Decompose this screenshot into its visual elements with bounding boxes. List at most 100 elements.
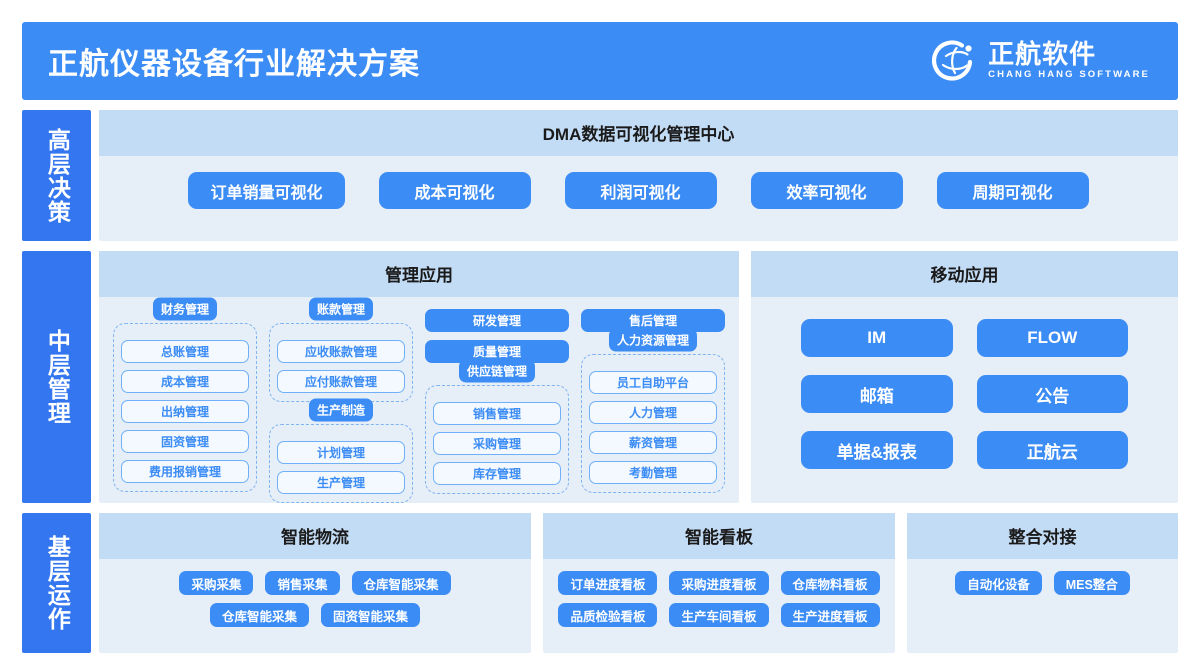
bottom-chip-row: 自动化设备 MES整合 <box>955 571 1130 595</box>
management-item-button[interactable]: 售后管理 <box>581 309 725 332</box>
management-group-title-button[interactable]: 财务管理 <box>152 297 218 321</box>
mobile-app-grid: IM FLOW 邮箱公告单据&报表正航云 <box>751 297 1178 493</box>
logo-text-cn: 正航软件 <box>988 38 1097 69</box>
dma-item-button[interactable]: 利润可视化 <box>564 172 717 209</box>
management-subitem-button[interactable]: 费用报销管理 <box>121 460 249 483</box>
management-group: 财务管理总账管理成本管理出纳管理固资管理费用报销管理 <box>113 297 257 492</box>
management-item-button[interactable]: 研发管理 <box>425 309 569 332</box>
management-column: 售后管理人力资源管理员工自助平台人力管理薪资管理考勤管理 <box>581 309 725 503</box>
management-group-box: 财务管理总账管理成本管理出纳管理固资管理费用报销管理 <box>113 297 257 492</box>
bottom-chip-button[interactable]: 销售采集 <box>265 571 340 595</box>
management-subitem-button[interactable]: 生产管理 <box>277 471 405 494</box>
bottom-chip-row: 采购采集销售采集仓库智能采集 <box>179 571 451 595</box>
management-group: 人力资源管理员工自助平台人力管理薪资管理考勤管理 <box>581 328 725 493</box>
bottom-panel: 智能看板订单进度看板采购进度看板仓库物料看板品质检验看板生产车间看板生产进度看板 <box>543 513 895 653</box>
layer-top-decision: 高层决策 DMA数据可视化管理中心 订单销量可视化成本可视化利润可视化效率可视化… <box>22 110 1178 241</box>
dma-item-row: 订单销量可视化成本可视化利润可视化效率可视化周期可视化 <box>99 156 1178 227</box>
bottom-chip-button[interactable]: 采购进度看板 <box>669 571 769 595</box>
mobile-app-button[interactable]: 正航云 <box>976 431 1128 469</box>
management-group-box: 人力资源管理员工自助平台人力管理薪资管理考勤管理 <box>581 328 725 493</box>
management-subitem-button[interactable]: 人力管理 <box>589 401 717 424</box>
management-subitem-button[interactable]: 固资管理 <box>121 430 249 453</box>
bottom-chip-button[interactable]: 仓库智能采集 <box>351 571 451 595</box>
bottom-chip-button[interactable]: 采购采集 <box>179 571 254 595</box>
management-group: 供应链管理销售管理采购管理库存管理 <box>425 359 569 494</box>
management-group: 账款管理应收账款管理应付账款管理 <box>269 297 413 402</box>
management-item-button[interactable]: 质量管理 <box>425 340 569 363</box>
management-subitem-button[interactable]: 计划管理 <box>277 441 405 464</box>
brand-logo: 正航软件 CHANG HANG SOFTWARE <box>932 38 1150 84</box>
mobile-app-button[interactable]: 公告 <box>976 375 1128 413</box>
mobile-app-button[interactable]: 邮箱 <box>801 375 953 413</box>
bottom-chip-button[interactable]: 自动化设备 <box>955 571 1042 595</box>
mobile-app-button[interactable]: 单据&报表 <box>801 431 953 469</box>
management-subitem-button[interactable]: 采购管理 <box>433 432 561 455</box>
logo-text-en: CHANG HANG SOFTWARE <box>988 69 1150 80</box>
panel-title-management: 管理应用 <box>99 251 739 297</box>
management-group-title-button[interactable]: 账款管理 <box>308 297 374 321</box>
mobile-app-button[interactable]: IM <box>801 319 953 357</box>
bottom-panel-title: 智能看板 <box>543 513 895 559</box>
page-header: 正航仪器设备行业解决方案 正航软件 CHANG HANG SOFTWARE <box>22 22 1178 100</box>
bottom-panel-title: 智能物流 <box>99 513 531 559</box>
dma-item-button[interactable]: 效率可视化 <box>750 172 903 209</box>
panel-dma: DMA数据可视化管理中心 订单销量可视化成本可视化利润可视化效率可视化周期可视化 <box>99 110 1178 241</box>
bottom-panel-rows: 自动化设备 MES整合 <box>907 559 1178 609</box>
bottom-panel-rows: 订单进度看板采购进度看板仓库物料看板品质检验看板生产车间看板生产进度看板 <box>543 559 895 641</box>
dma-item-button[interactable]: 周期可视化 <box>936 172 1089 209</box>
layer-label-top-text: 高层决策 <box>44 127 71 224</box>
management-subitem-button[interactable]: 出纳管理 <box>121 400 249 423</box>
page-title: 正航仪器设备行业解决方案 <box>48 48 420 81</box>
management-column: 研发管理质量管理供应链管理销售管理采购管理库存管理 <box>425 309 569 503</box>
management-group: 生产制造计划管理生产管理 <box>269 398 413 503</box>
management-subitem-button[interactable]: 总账管理 <box>121 340 249 363</box>
management-group-box: 生产制造计划管理生产管理 <box>269 398 413 503</box>
bottom-chip-row: 仓库智能采集固资智能采集 <box>209 603 421 627</box>
bottom-chip-button[interactable]: 固资智能采集 <box>321 603 421 627</box>
bottom-panel-rows: 采购采集销售采集仓库智能采集仓库智能采集固资智能采集 <box>99 559 531 641</box>
management-subitem-button[interactable]: 考勤管理 <box>589 461 717 484</box>
layer-label-bottom-text: 基层运作 <box>44 535 71 631</box>
dma-item-button[interactable]: 成本可视化 <box>378 172 531 209</box>
bottom-panel: 整合对接自动化设备 MES整合 <box>907 513 1178 653</box>
management-subitem-button[interactable]: 应收账款管理 <box>277 340 405 363</box>
bottom-chip-row: 品质检验看板生产车间看板生产进度看板 <box>558 603 880 627</box>
bottom-panel: 智能物流采购采集销售采集仓库智能采集仓库智能采集固资智能采集 <box>99 513 531 653</box>
layer-bottom-operations: 基层运作 智能物流采购采集销售采集仓库智能采集仓库智能采集固资智能采集智能看板订… <box>22 513 1178 653</box>
bottom-panel-title: 整合对接 <box>907 513 1178 559</box>
layer-label-bottom: 基层运作 <box>22 513 91 653</box>
management-subitem-button[interactable]: 薪资管理 <box>589 431 717 454</box>
bottom-chip-row: 订单进度看板采购进度看板仓库物料看板 <box>558 571 880 595</box>
dma-item-button[interactable]: 订单销量可视化 <box>188 172 345 209</box>
management-column: 财务管理总账管理成本管理出纳管理固资管理费用报销管理 <box>113 297 257 503</box>
management-group-box: 供应链管理销售管理采购管理库存管理 <box>425 359 569 494</box>
management-subitem-button[interactable]: 成本管理 <box>121 370 249 393</box>
bottom-chip-button[interactable]: 仓库物料看板 <box>780 571 880 595</box>
bottom-chip-button[interactable]: 品质检验看板 <box>558 603 658 627</box>
bottom-chip-button[interactable]: 仓库智能采集 <box>209 603 309 627</box>
bottom-chip-button[interactable]: 订单进度看板 <box>558 571 658 595</box>
bottom-chip-button[interactable]: MES整合 <box>1053 571 1130 595</box>
layer-label-middle-text: 中层管理 <box>44 329 71 425</box>
management-subitem-button[interactable]: 销售管理 <box>433 402 561 425</box>
management-subitem-button[interactable]: 应付账款管理 <box>277 370 405 393</box>
panel-title-dma: DMA数据可视化管理中心 <box>99 110 1178 156</box>
bottom-chip-button[interactable]: 生产车间看板 <box>669 603 769 627</box>
layer-middle-management: 中层管理 管理应用 财务管理总账管理成本管理出纳管理固资管理费用报销管理账款管理… <box>22 251 1178 503</box>
mobile-app-button[interactable]: FLOW <box>976 319 1128 357</box>
management-group-box: 账款管理应收账款管理应付账款管理 <box>269 297 413 402</box>
management-subitem-button[interactable]: 员工自助平台 <box>589 371 717 394</box>
bottom-panel-row: 智能物流采购采集销售采集仓库智能采集仓库智能采集固资智能采集智能看板订单进度看板… <box>99 513 1178 653</box>
layer-label-middle: 中层管理 <box>22 251 91 503</box>
chang-hang-globe-logo-icon <box>932 38 978 84</box>
panel-management-apps: 管理应用 财务管理总账管理成本管理出纳管理固资管理费用报销管理账款管理应收账款管… <box>99 251 739 503</box>
management-group-title-button[interactable]: 供应链管理 <box>458 359 536 383</box>
management-columns: 财务管理总账管理成本管理出纳管理固资管理费用报销管理账款管理应收账款管理应付账款… <box>99 297 739 517</box>
management-group-title-button[interactable]: 生产制造 <box>308 398 374 422</box>
management-subitem-button[interactable]: 库存管理 <box>433 462 561 485</box>
layer-label-top: 高层决策 <box>22 110 91 241</box>
management-group-title-button[interactable]: 人力资源管理 <box>608 328 698 352</box>
bottom-chip-button[interactable]: 生产进度看板 <box>780 603 880 627</box>
